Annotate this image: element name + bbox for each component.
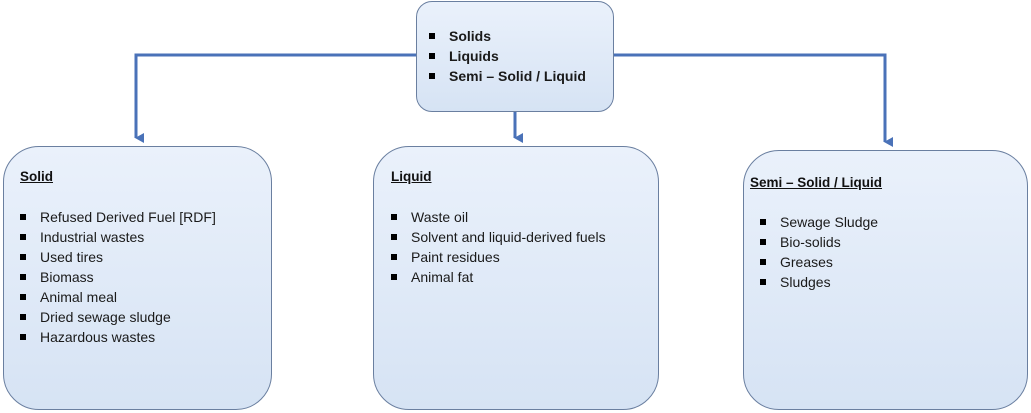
semi-solid-liquid-item: Greases (758, 252, 878, 272)
semi-solid-liquid-list: Sewage Sludge Bio-solids Greases Sludges (758, 212, 878, 292)
semi-solid-liquid-title: Semi – Solid / Liquid (750, 175, 883, 190)
root-category-box: Solids Liquids Semi – Solid / Liquid (416, 1, 614, 112)
liquid-category-box: Liquid Waste oil Solvent and liquid-deri… (373, 146, 659, 410)
liquid-item: Solvent and liquid-derived fuels (389, 227, 606, 247)
solid-item: Used tires (18, 247, 216, 267)
solid-item: Industrial wastes (18, 227, 216, 247)
solid-item: Animal meal (18, 287, 216, 307)
solid-item: Refused Derived Fuel [RDF] (18, 207, 216, 227)
connector-to-solid (134, 53, 416, 143)
semi-solid-liquid-item: Sludges (758, 272, 878, 292)
root-item-semi-solid-liquid: Semi – Solid / Liquid (427, 66, 586, 86)
solid-item: Hazardous wastes (18, 327, 216, 347)
liquid-item: Animal fat (389, 267, 606, 287)
liquid-list: Waste oil Solvent and liquid-derived fue… (389, 207, 606, 287)
solid-category-box: Solid Refused Derived Fuel [RDF] Industr… (3, 146, 272, 410)
semi-solid-liquid-item: Bio-solids (758, 232, 878, 252)
solid-item: Biomass (18, 267, 216, 287)
connector-to-semi (614, 53, 893, 147)
root-item-liquids: Liquids (427, 46, 586, 66)
semi-solid-liquid-category-box: Semi – Solid / Liquid Sewage Sludge Bio-… (743, 150, 1028, 410)
liquid-title: Liquid (391, 169, 432, 184)
solid-item: Dried sewage sludge (18, 307, 216, 327)
solid-title: Solid (20, 169, 53, 184)
solid-list: Refused Derived Fuel [RDF] Industrial wa… (18, 207, 216, 347)
root-item-solids: Solids (427, 26, 586, 46)
liquid-item: Paint residues (389, 247, 606, 267)
liquid-item: Waste oil (389, 207, 606, 227)
semi-solid-liquid-item: Sewage Sludge (758, 212, 878, 232)
root-category-list: Solids Liquids Semi – Solid / Liquid (427, 26, 586, 86)
